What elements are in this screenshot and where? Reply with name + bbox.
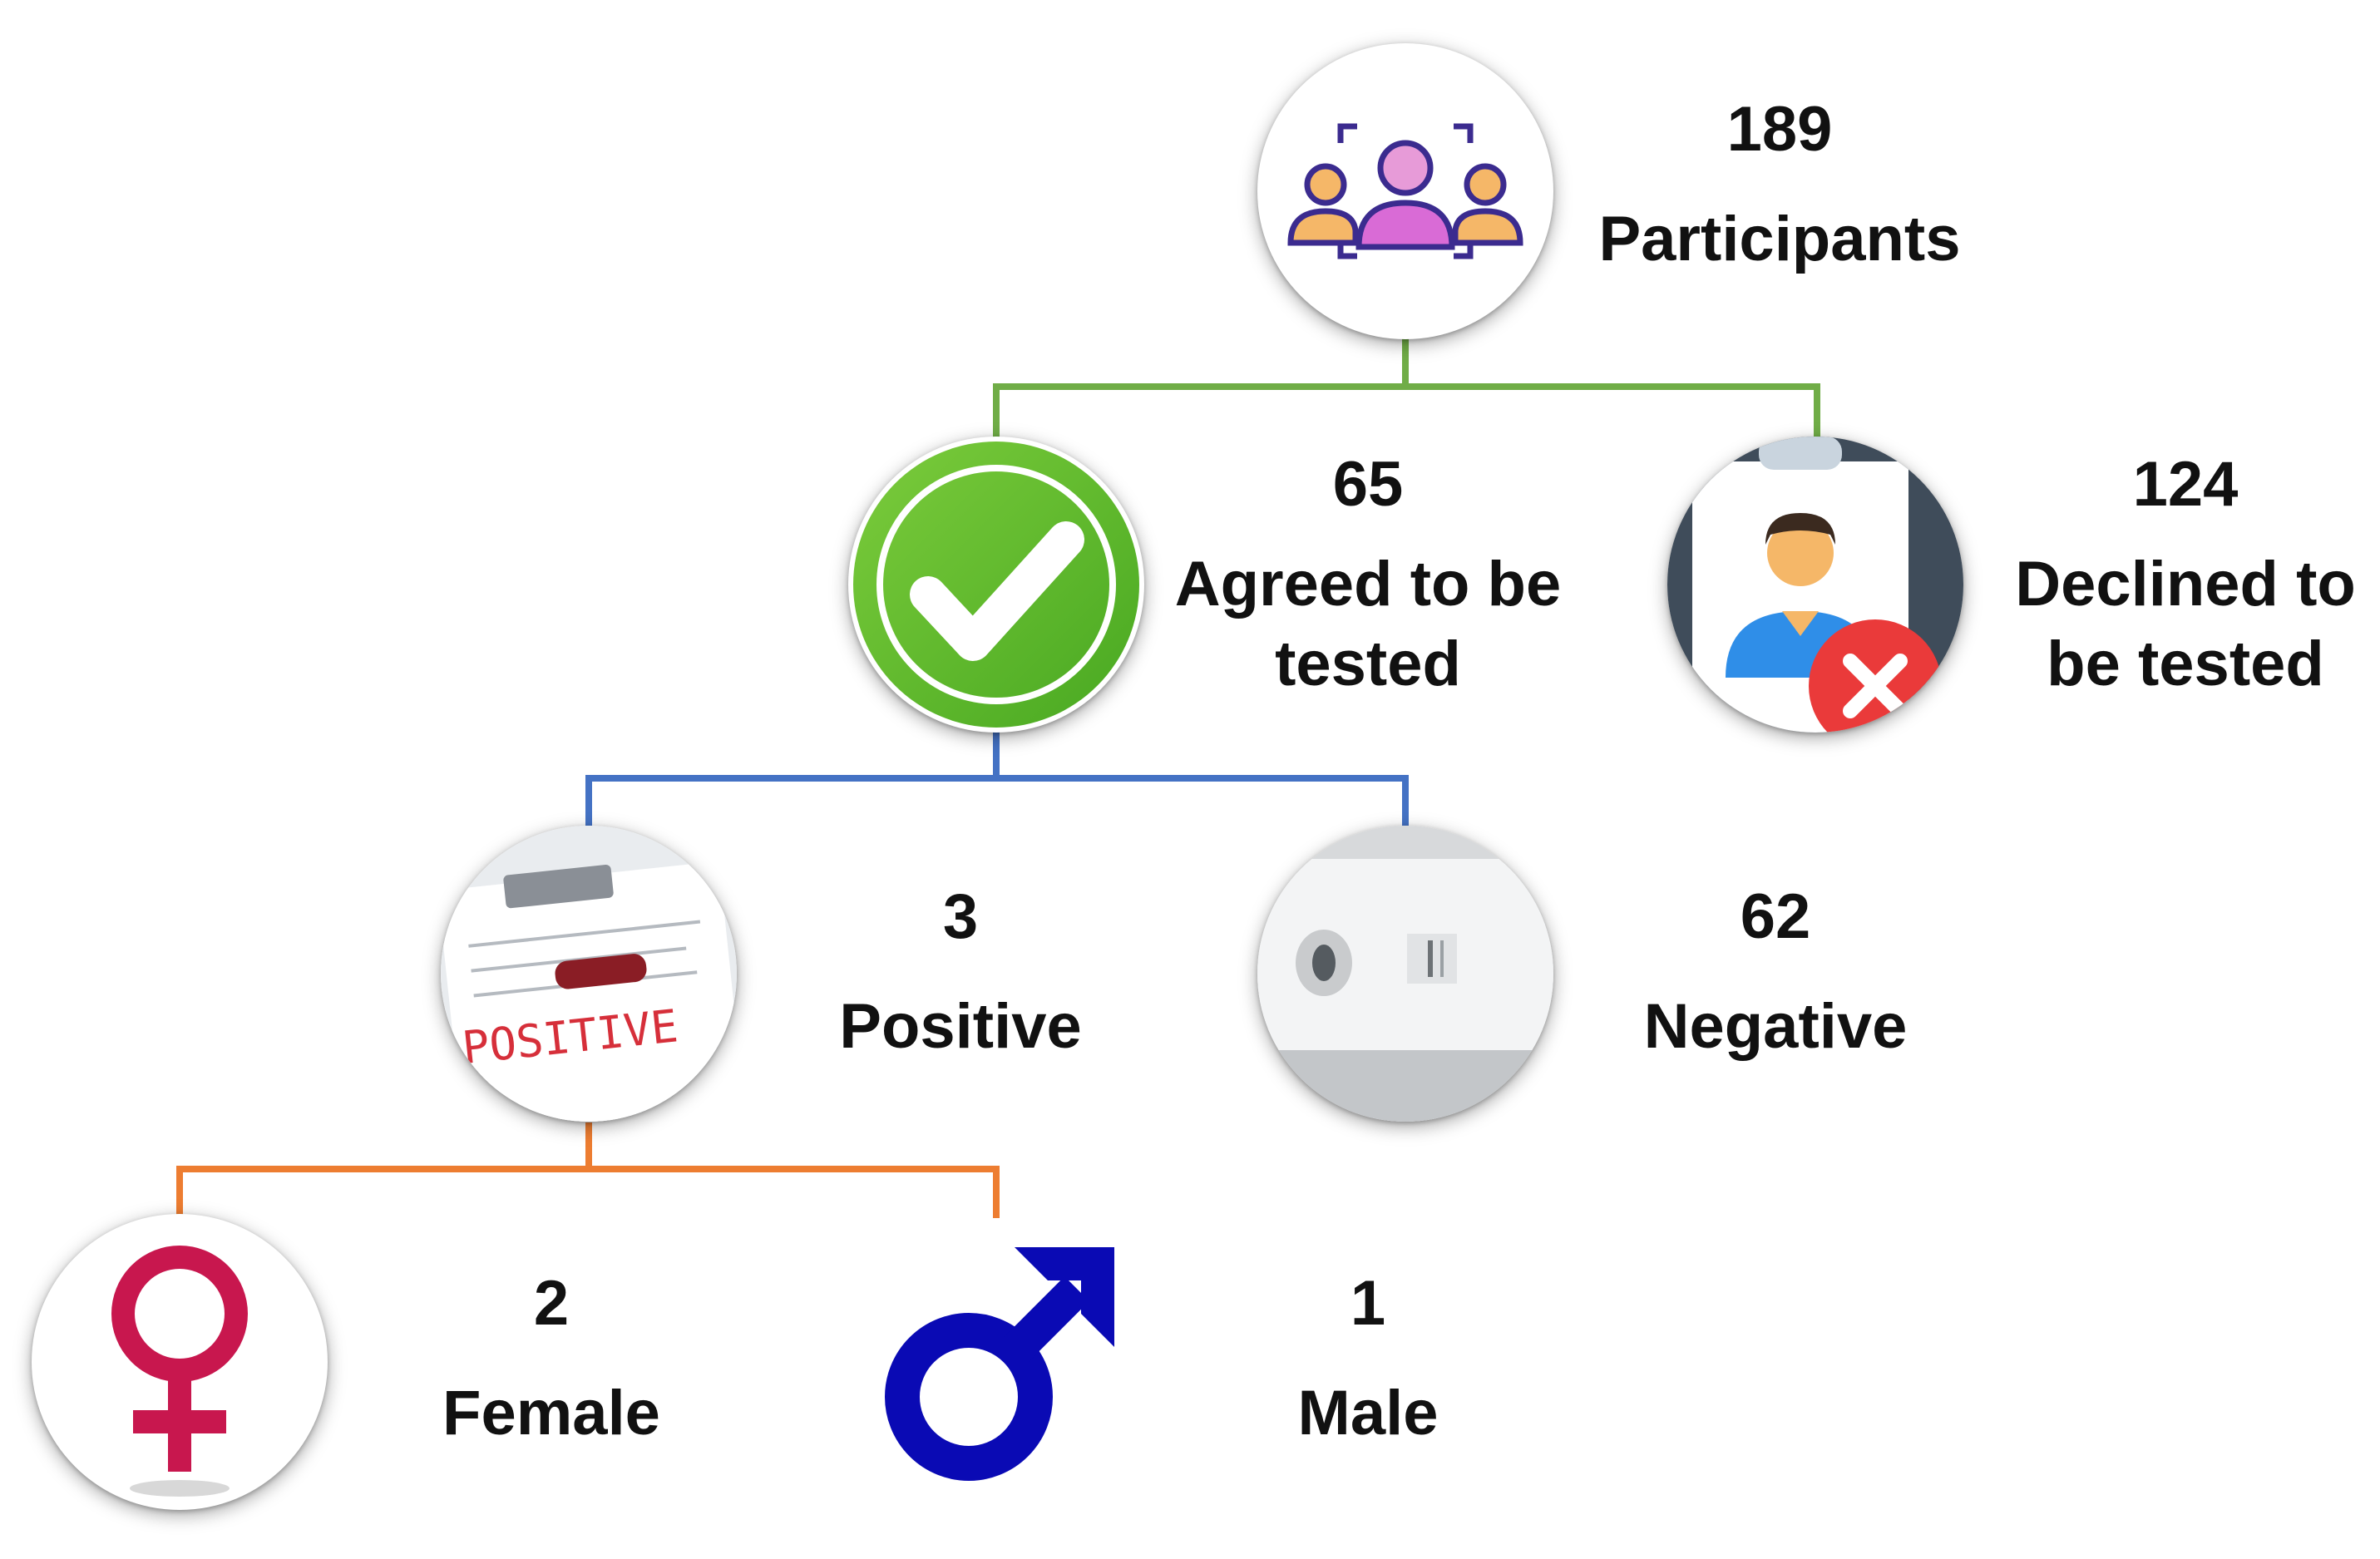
- female-label: 2 Female: [318, 1264, 784, 1453]
- declined-text: Declined to be tested: [2015, 549, 2356, 699]
- declined-label: 124 Declined to be tested: [1953, 445, 2380, 704]
- connector-agreed: [585, 732, 1000, 831]
- participants-text: Participants: [1598, 204, 1961, 274]
- declined-circle: [1667, 437, 1963, 733]
- male-text: Male: [1297, 1378, 1439, 1448]
- agreed-text: Agreed to be tested: [1174, 549, 1562, 699]
- participants-circle: [1257, 43, 1553, 339]
- positive-text: Positive: [839, 991, 1082, 1062]
- declined-count: 124: [2132, 449, 2239, 520]
- connector-positive: [176, 1122, 592, 1218]
- negative-count: 62: [1740, 881, 1811, 952]
- negative-label: 62 Negative: [1543, 877, 2008, 1067]
- connector-participants: [993, 333, 1409, 449]
- male-symbol-icon: [885, 1247, 1114, 1481]
- group-people-icon: [1287, 123, 1523, 259]
- person-card-declined-icon: [1667, 437, 1963, 733]
- connector-agreed-negative: [996, 775, 1409, 831]
- positive-count: 3: [942, 881, 979, 952]
- negative-text: Negative: [1643, 991, 1908, 1062]
- participants-count: 189: [1726, 94, 1833, 165]
- female-count: 2: [533, 1268, 570, 1339]
- positive-test-clipboard-icon: POSITIVE: [441, 826, 737, 1122]
- female-circle: [32, 1214, 328, 1510]
- agreed-count: 65: [1332, 449, 1404, 520]
- participants-label: 189 Participants: [1547, 90, 2012, 279]
- male-label: 1 Male: [1135, 1264, 1601, 1453]
- test-cassette-icon: [1257, 826, 1553, 1122]
- female-text: Female: [442, 1378, 660, 1448]
- male-count: 1: [1350, 1268, 1386, 1339]
- negative-circle: [1257, 826, 1553, 1122]
- female-symbol-icon: [111, 1246, 248, 1497]
- positive-circle: POSITIVE: [441, 826, 737, 1122]
- connector-positive-male: [589, 1166, 1000, 1218]
- agreed-circle: [848, 437, 1144, 733]
- positive-label: 3 Positive: [728, 877, 1193, 1067]
- connector-participants-declined: [1405, 383, 1820, 441]
- agreed-label: 65 Agreed to be tested: [1135, 445, 1601, 704]
- checkmark-badge-icon: [853, 442, 1139, 728]
